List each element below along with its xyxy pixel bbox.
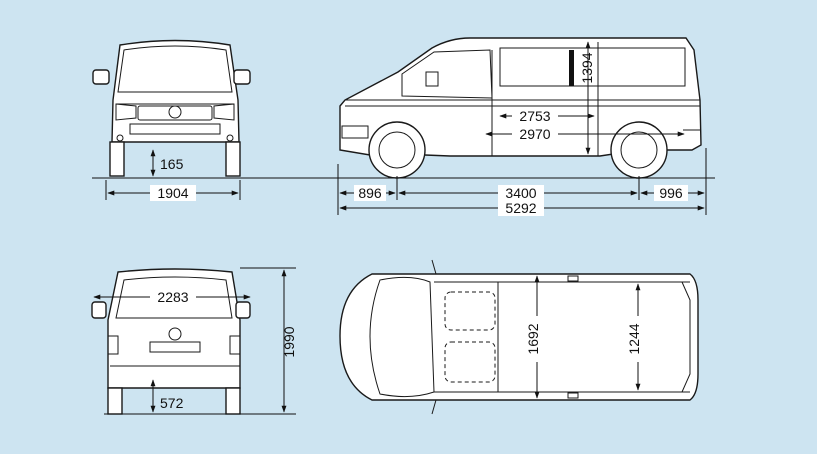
ground-clearance-label: 165 [160,156,184,172]
front-width-label: 1904 [157,185,188,201]
overall-length-label: 5292 [505,200,536,216]
arch-width-label: 1244 [626,323,642,354]
rear-overhang-label: 996 [659,185,683,201]
front-overhang-label: 896 [358,185,382,201]
rear-width-label: 2283 [157,289,188,305]
top-width-label: 1692 [525,323,541,354]
sill-height-label: 572 [160,395,184,411]
dimension-labels: 1904 165 896 3400 996 5292 2753 2970 139… [150,52,688,411]
top-view [339,259,699,415]
front-view [92,39,251,177]
overall-height-label: 1990 [281,326,297,357]
wheelbase-label: 3400 [505,185,536,201]
load-height-label: 1394 [579,52,595,83]
load-length-floor-label: 2970 [519,126,550,142]
load-length-upper-label: 2753 [519,108,550,124]
